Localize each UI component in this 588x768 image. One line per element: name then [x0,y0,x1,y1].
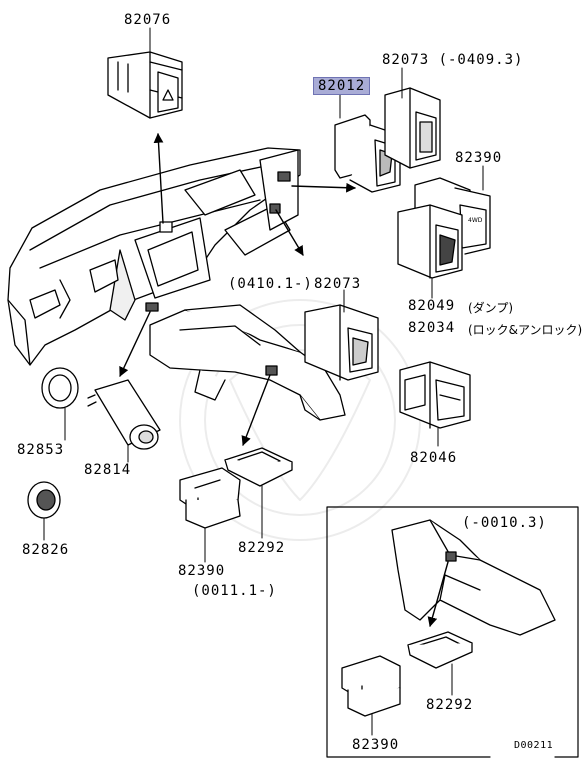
label-82073-mid-date: (0410.1-) [228,276,313,292]
callout-arrows [119,133,356,446]
floor-console [149,304,346,421]
inset-82390-switch[interactable] [341,655,401,717]
label-82390[interactable]: 82390 [178,563,226,579]
label-82390-right[interactable]: 82390 [455,150,503,166]
label-82292[interactable]: 82292 [238,540,286,556]
part-82073-switch-top[interactable] [384,87,441,169]
part-82853-ring[interactable] [41,367,79,409]
inset-arrow [427,561,449,627]
label-inset-82292[interactable]: 82292 [426,697,474,713]
label-inset-date: (-0010.3) [462,515,547,531]
label-inset-82390[interactable]: 82390 [352,737,400,753]
label-82073-mid[interactable]: 82073 [314,276,362,292]
label-82034[interactable]: 82034 [408,320,456,336]
part-82814-lighter[interactable] [87,379,161,450]
label-82049[interactable]: 82049 [408,298,456,314]
leader-lines [43,27,484,563]
part-82046-switch[interactable] [399,361,471,429]
inset-console [391,519,556,636]
label-82076[interactable]: 82076 [124,12,172,28]
label-82034-note: (ロック&アンロック) [468,323,583,337]
part-82076-switch[interactable] [107,51,183,119]
inset-82292-bezel[interactable] [407,631,473,669]
label-82046[interactable]: 82046 [410,450,458,466]
label-82390-date: (0011.1-) [192,583,277,599]
part-82073-switch-mid[interactable] [304,304,379,381]
part-82049-switch[interactable] [397,204,463,279]
inset-leaders [371,663,453,736]
label-82073-top[interactable]: 82073 (-0409.3) [382,52,524,68]
diagram-code: D00211 [514,740,554,751]
label-82853[interactable]: 82853 [17,442,65,458]
svg-text:4WD: 4WD [468,217,483,224]
label-82826[interactable]: 82826 [22,542,70,558]
part-82292-bezel[interactable] [224,447,293,487]
inset-box [326,506,579,758]
part-82390-switch[interactable] [179,467,241,529]
part-82012-switch[interactable] [334,114,401,193]
label-82012-highlighted[interactable]: 82012 [313,77,371,95]
label-82814[interactable]: 82814 [84,462,132,478]
part-82826-cap[interactable] [27,481,61,519]
label-82049-note: (ダンプ) [468,301,514,315]
